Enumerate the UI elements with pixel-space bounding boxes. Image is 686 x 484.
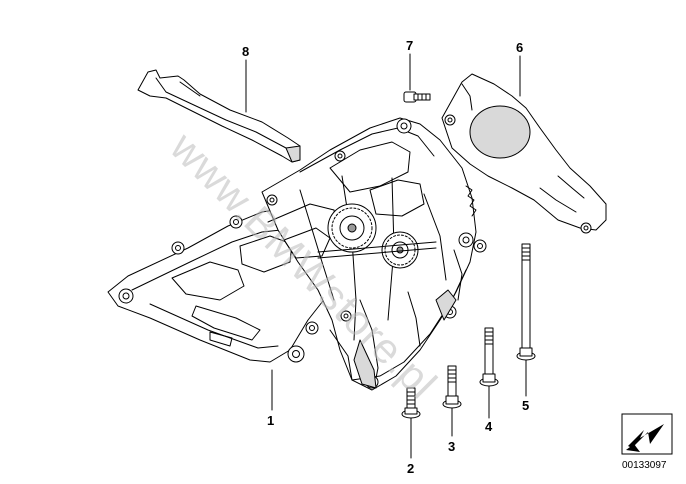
callout-2: 2 <box>407 461 414 476</box>
gear-large <box>327 203 377 253</box>
part-8-deflector <box>137 69 301 163</box>
part-code: 00133097 <box>622 460 667 471</box>
callout-7: 7 <box>406 38 413 53</box>
callout-1: 1 <box>267 413 274 428</box>
callout-4: 4 <box>485 419 493 434</box>
part-7-bolt <box>403 91 431 103</box>
callout-3: 3 <box>448 439 455 454</box>
callout-8: 8 <box>242 44 249 59</box>
callout-6: 6 <box>516 40 523 55</box>
leader-lines <box>245 53 527 459</box>
arrow-down-left-icon <box>621 413 673 455</box>
callout-5: 5 <box>522 398 529 413</box>
part-4-bolt <box>479 327 499 387</box>
part-3-bolt <box>442 365 462 409</box>
part-5-bolt <box>516 243 536 361</box>
part-6-cover <box>441 73 607 234</box>
part-1-housing <box>107 117 487 391</box>
